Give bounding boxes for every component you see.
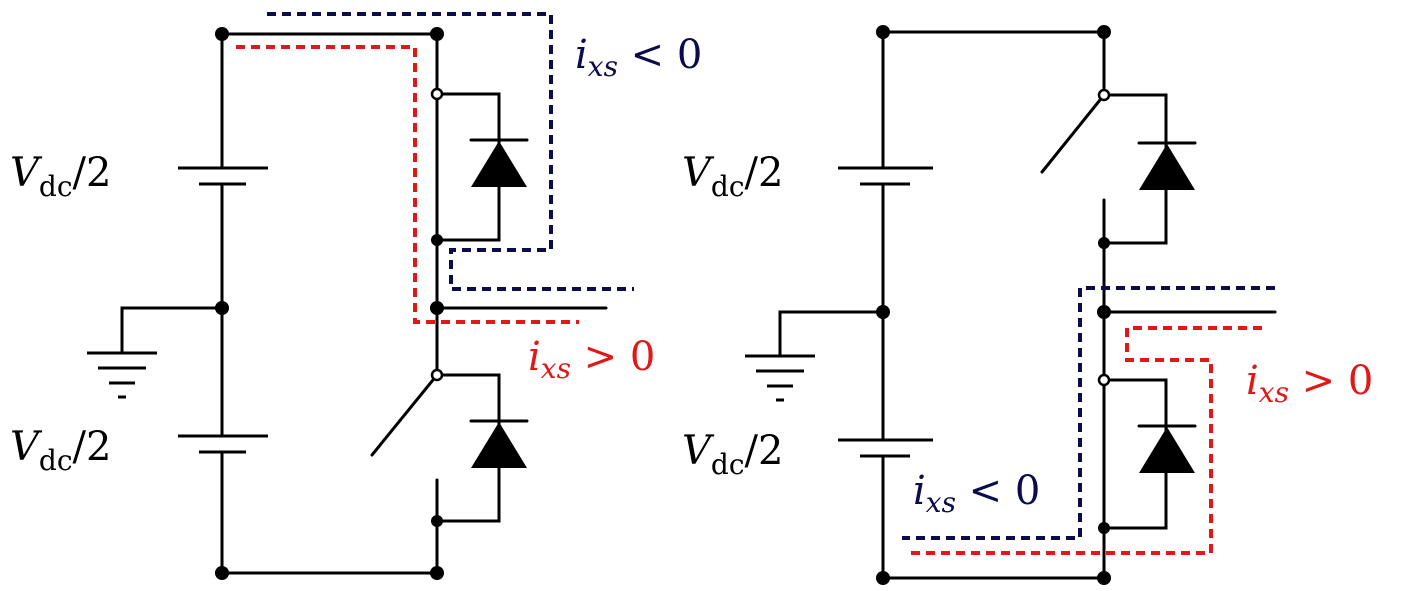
left-battery-bottom — [178, 434, 268, 454]
left-diode-lower — [469, 419, 529, 468]
right-battery-bottom — [838, 438, 933, 458]
left-battery-top — [178, 166, 268, 186]
left-current-path-negative — [267, 12, 634, 291]
left-current-path-positive — [236, 45, 579, 324]
right-ground-icon — [745, 354, 815, 402]
right-vsource-bottom-label: Vdc/2 — [682, 428, 783, 481]
right-current-negative-label: ixs < 0 — [913, 468, 1040, 519]
right-current-path-negative — [902, 286, 1275, 540]
right-current-positive-label: ixs > 0 — [1246, 358, 1373, 409]
right-diode-lower — [1137, 424, 1197, 473]
right-battery-top — [838, 166, 933, 186]
left-vsource-top-label: Vdc/2 — [10, 150, 111, 203]
right-circuit: Vdc/2 Vdc/2 ixs < 0 ixs > 0 — [682, 25, 1373, 585]
right-current-path-positive — [905, 326, 1262, 555]
left-vsource-bottom-label: Vdc/2 — [10, 424, 111, 477]
left-wires — [120, 32, 608, 575]
right-vsource-top-label: Vdc/2 — [682, 150, 783, 203]
right-switch-upper — [1040, 93, 1106, 174]
left-diode-upper — [469, 138, 529, 187]
left-ground-icon — [87, 351, 157, 399]
left-switch-lower — [370, 373, 439, 457]
left-nodes — [215, 27, 444, 580]
right-nodes — [876, 25, 1111, 585]
right-diode-upper — [1137, 141, 1197, 190]
left-current-positive-label: ixs > 0 — [528, 334, 655, 385]
left-circuit: Vdc/2 Vdc/2 ixs < 0 ixs > 0 — [10, 12, 702, 580]
left-current-negative-label: ixs < 0 — [575, 32, 702, 83]
